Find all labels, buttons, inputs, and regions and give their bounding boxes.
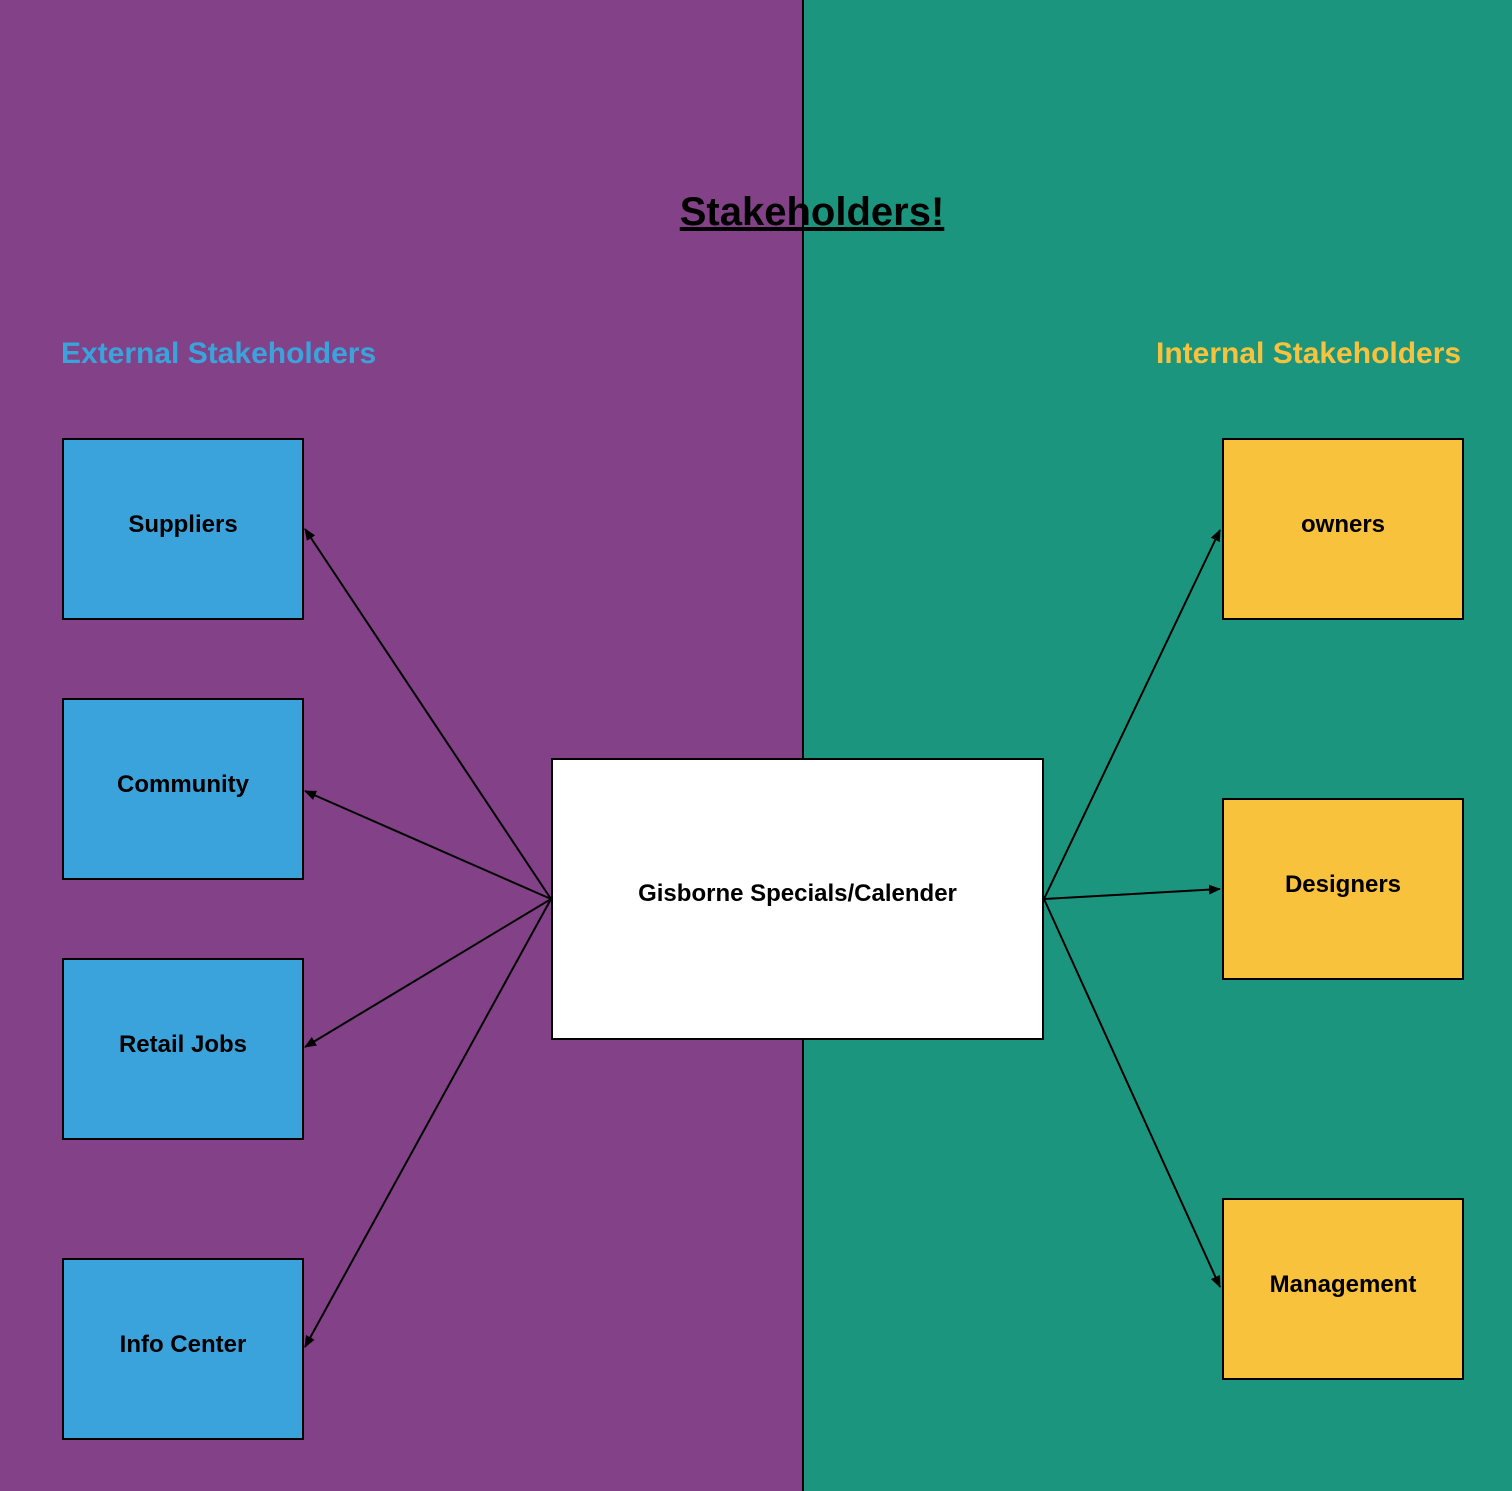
external-stakeholders-heading: External Stakeholders bbox=[61, 337, 377, 370]
info-center-box: Info Center bbox=[62, 1258, 304, 1440]
arrow-to-management bbox=[1043, 898, 1221, 1288]
owners-label: owners bbox=[1300, 511, 1386, 538]
management-box: Management bbox=[1222, 1198, 1464, 1380]
internal-stakeholders-heading: Internal Stakeholders bbox=[1156, 337, 1462, 370]
suppliers-box: Suppliers bbox=[62, 438, 304, 620]
management-label: Management bbox=[1269, 1271, 1417, 1298]
arrow-to-designers bbox=[1043, 884, 1221, 900]
center-label: Gisborne Specials/Calender bbox=[638, 880, 957, 907]
info-center-label: Info Center bbox=[119, 1331, 247, 1358]
arrow-to-suppliers bbox=[304, 528, 552, 900]
designers-box: Designers bbox=[1222, 798, 1464, 980]
community-box: Community bbox=[62, 698, 304, 880]
arrow-to-community bbox=[304, 790, 552, 900]
arrow-to-retail-jobs bbox=[304, 898, 552, 1048]
designers-label: Designers bbox=[1284, 871, 1402, 898]
suppliers-label: Suppliers bbox=[128, 511, 238, 538]
arrow-to-info-center bbox=[304, 898, 552, 1348]
arrow-to-owners bbox=[1043, 529, 1221, 900]
diagram-title: Stakeholders! bbox=[679, 190, 945, 234]
panel-divider bbox=[802, 0, 804, 1491]
retail-jobs-label: Retail Jobs bbox=[118, 1031, 248, 1058]
owners-box: owners bbox=[1222, 438, 1464, 620]
community-label: Community bbox=[117, 771, 249, 798]
retail-jobs-box: Retail Jobs bbox=[62, 958, 304, 1140]
center-box: Gisborne Specials/Calender bbox=[551, 758, 1044, 1040]
